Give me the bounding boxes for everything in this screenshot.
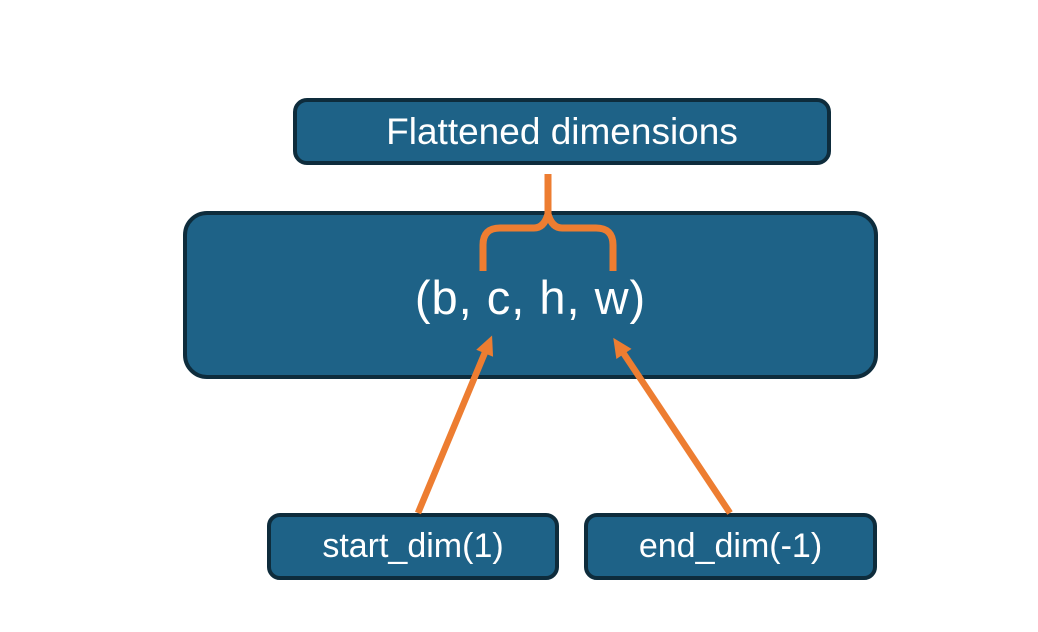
flattened-dimensions-label: Flattened dimensions (386, 110, 738, 152)
flattened-dimensions-box: Flattened dimensions (293, 98, 831, 165)
tensor-shape-label: (b, c, h, w) (414, 270, 647, 324)
tensor-shape-box: (b, c, h, w) (183, 211, 878, 379)
end-dim-label: end_dim(-1) (638, 527, 823, 565)
end-dim-box: end_dim(-1) (584, 513, 877, 580)
start-dim-box: start_dim(1) (267, 513, 559, 580)
start-dim-label: start_dim(1) (322, 527, 504, 565)
